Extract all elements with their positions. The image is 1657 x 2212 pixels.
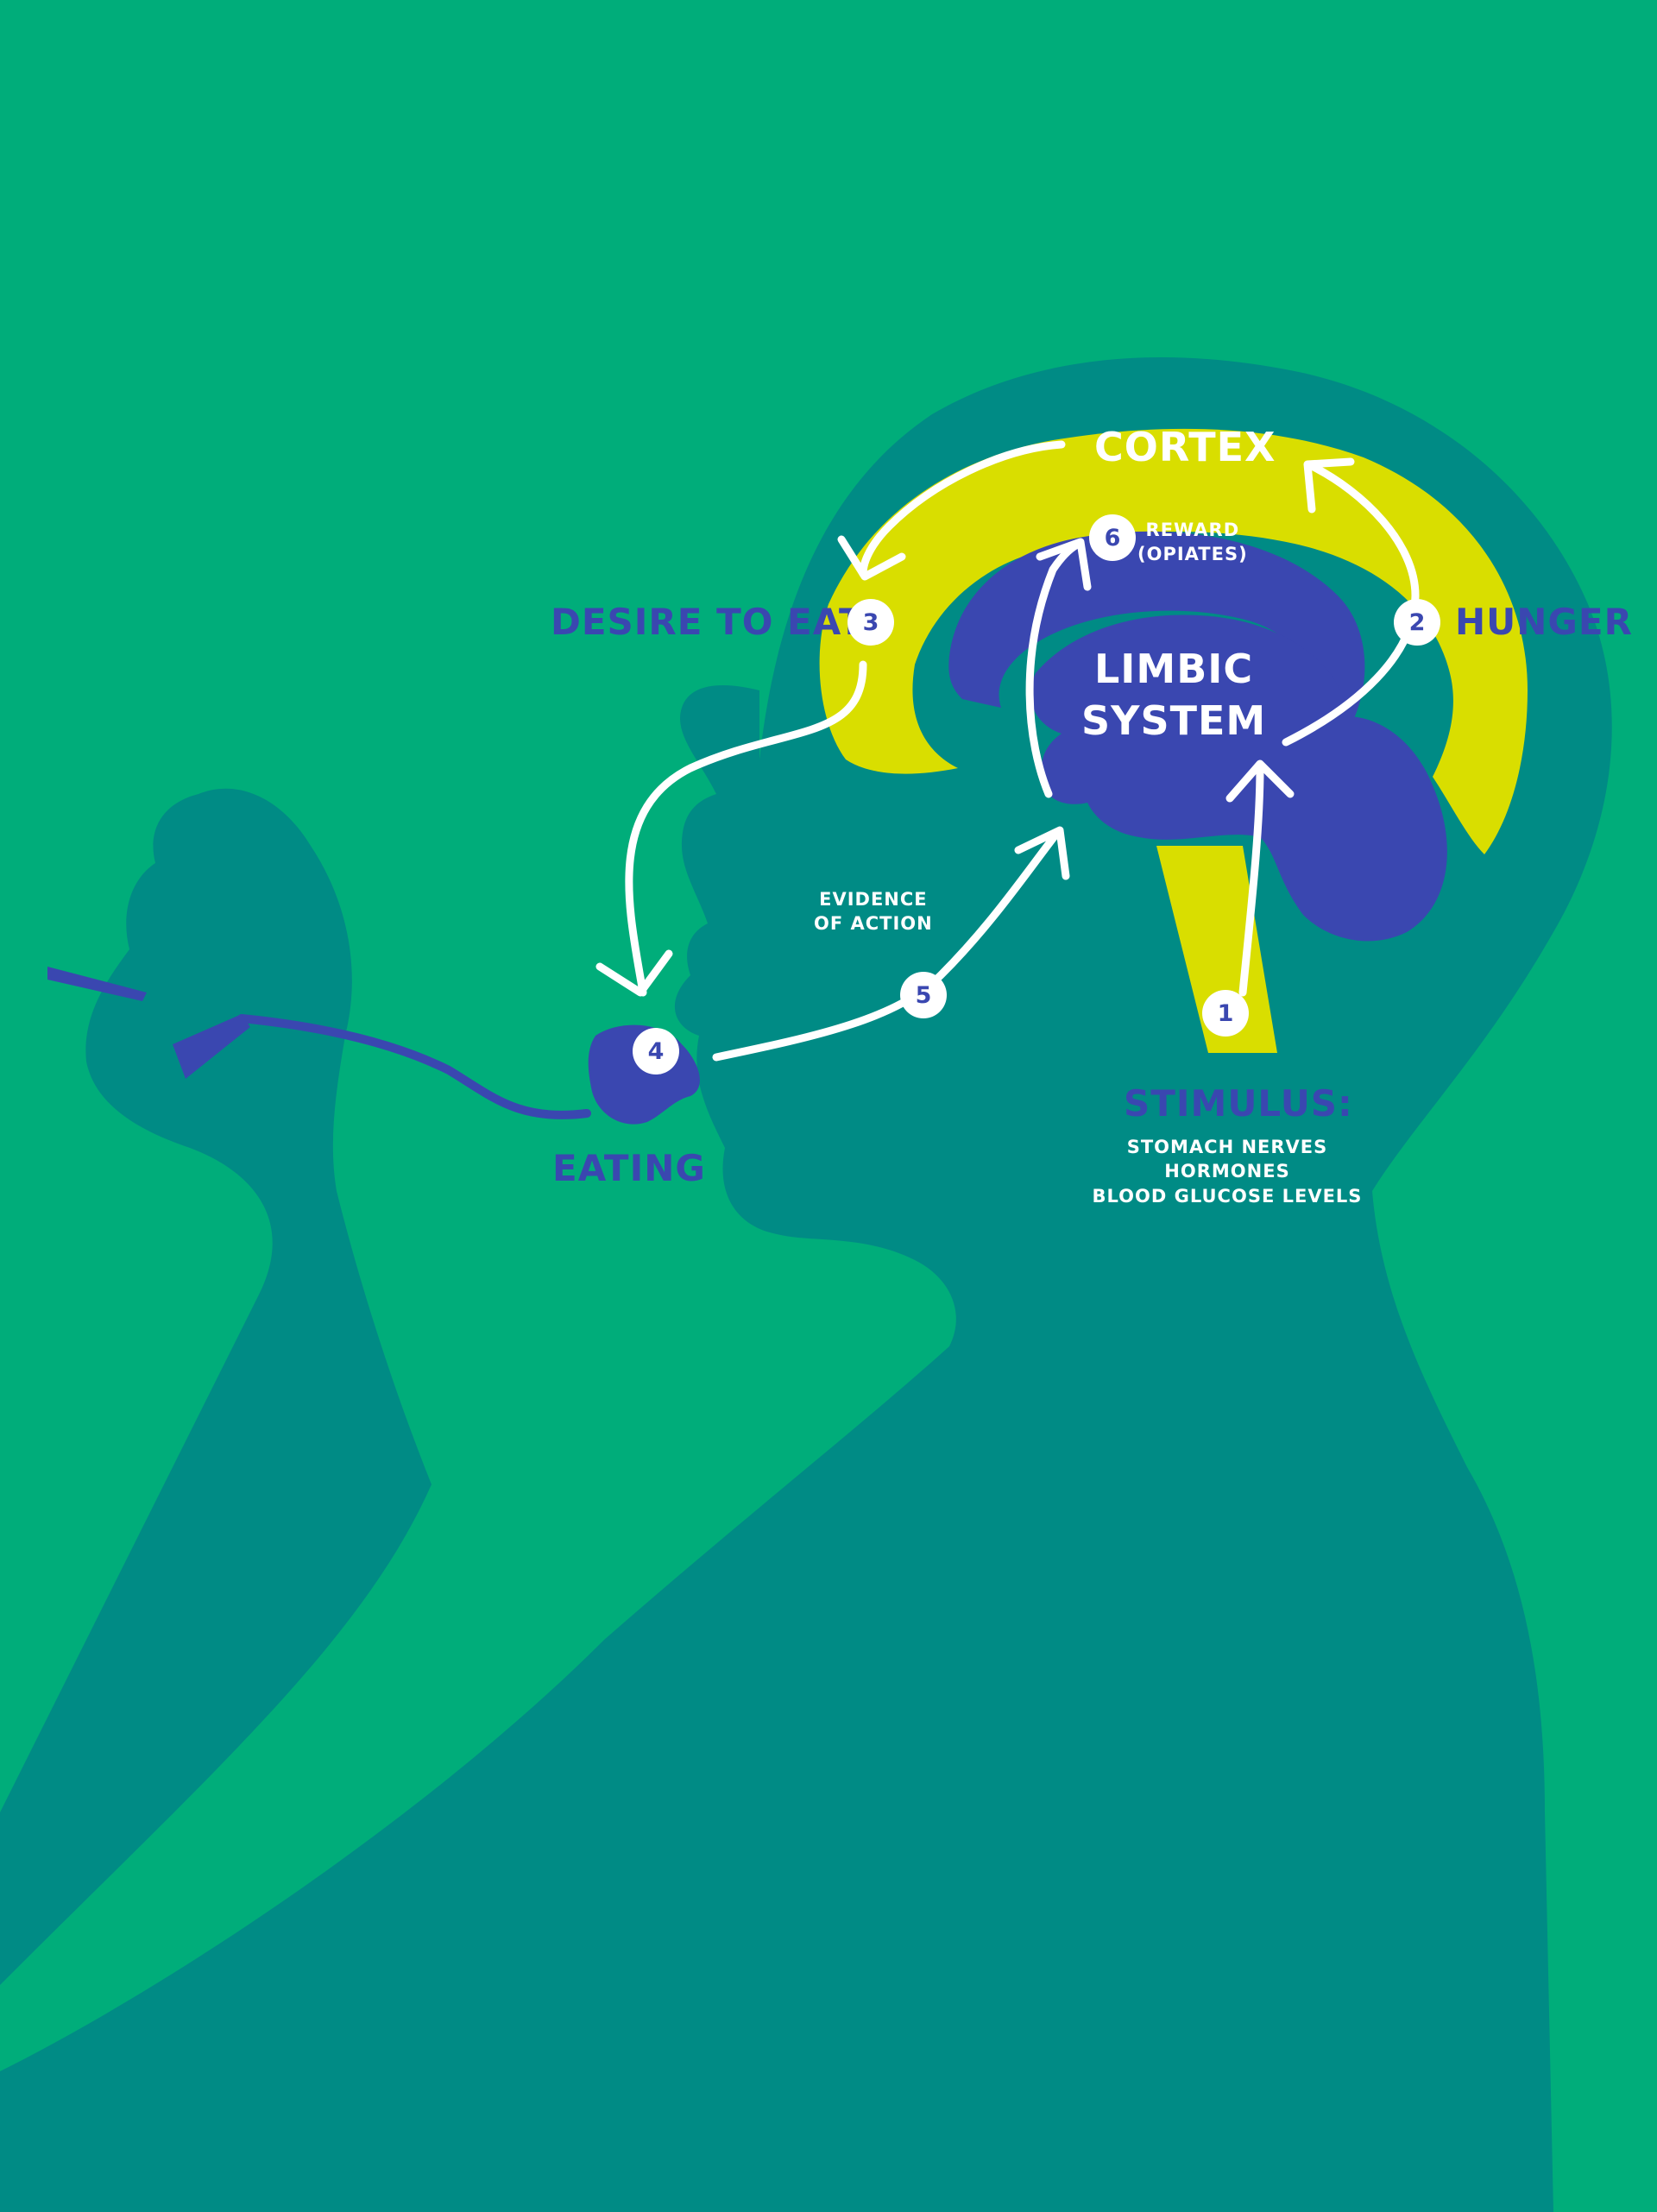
cortex-label: CORTEX (1094, 427, 1276, 467)
arm-silhouette (0, 789, 432, 1985)
reward-label-line1: REWARD (1137, 518, 1248, 542)
eating-label: EATING (552, 1150, 706, 1187)
reward-label-line2: (OPIATES) (1137, 542, 1248, 566)
limbic-label-line1: LIMBIC (1094, 649, 1253, 689)
step-badge-1: 1 (1202, 990, 1249, 1037)
stimulus-item: BLOOD GLUCOSE LEVELS (1089, 1184, 1365, 1208)
desire-to-eat-label: DESIRE TO EAT (551, 604, 865, 640)
step-badge-5: 5 (900, 972, 947, 1018)
step-badge-2: 2 (1394, 599, 1440, 646)
step-badge-3: 3 (847, 599, 894, 646)
evidence-label-line2: OF ACTION (814, 911, 933, 936)
stimulus-list: STOMACH NERVES HORMONES BLOOD GLUCOSE LE… (1089, 1135, 1365, 1208)
stimulus-item: STOMACH NERVES (1089, 1135, 1365, 1159)
reward-label: REWARD (OPIATES) (1137, 518, 1248, 567)
stimulus-item: HORMONES (1089, 1159, 1365, 1183)
step-badge-6: 6 (1089, 514, 1136, 561)
stimulus-title: STIMULUS: (1124, 1086, 1353, 1122)
limbic-label-line2: SYSTEM (1081, 701, 1266, 740)
hunger-label: HUNGER (1455, 604, 1633, 640)
step-badge-4: 4 (633, 1028, 679, 1074)
evidence-label: EVIDENCE OF ACTION (814, 887, 933, 936)
evidence-label-line1: EVIDENCE (814, 887, 933, 911)
